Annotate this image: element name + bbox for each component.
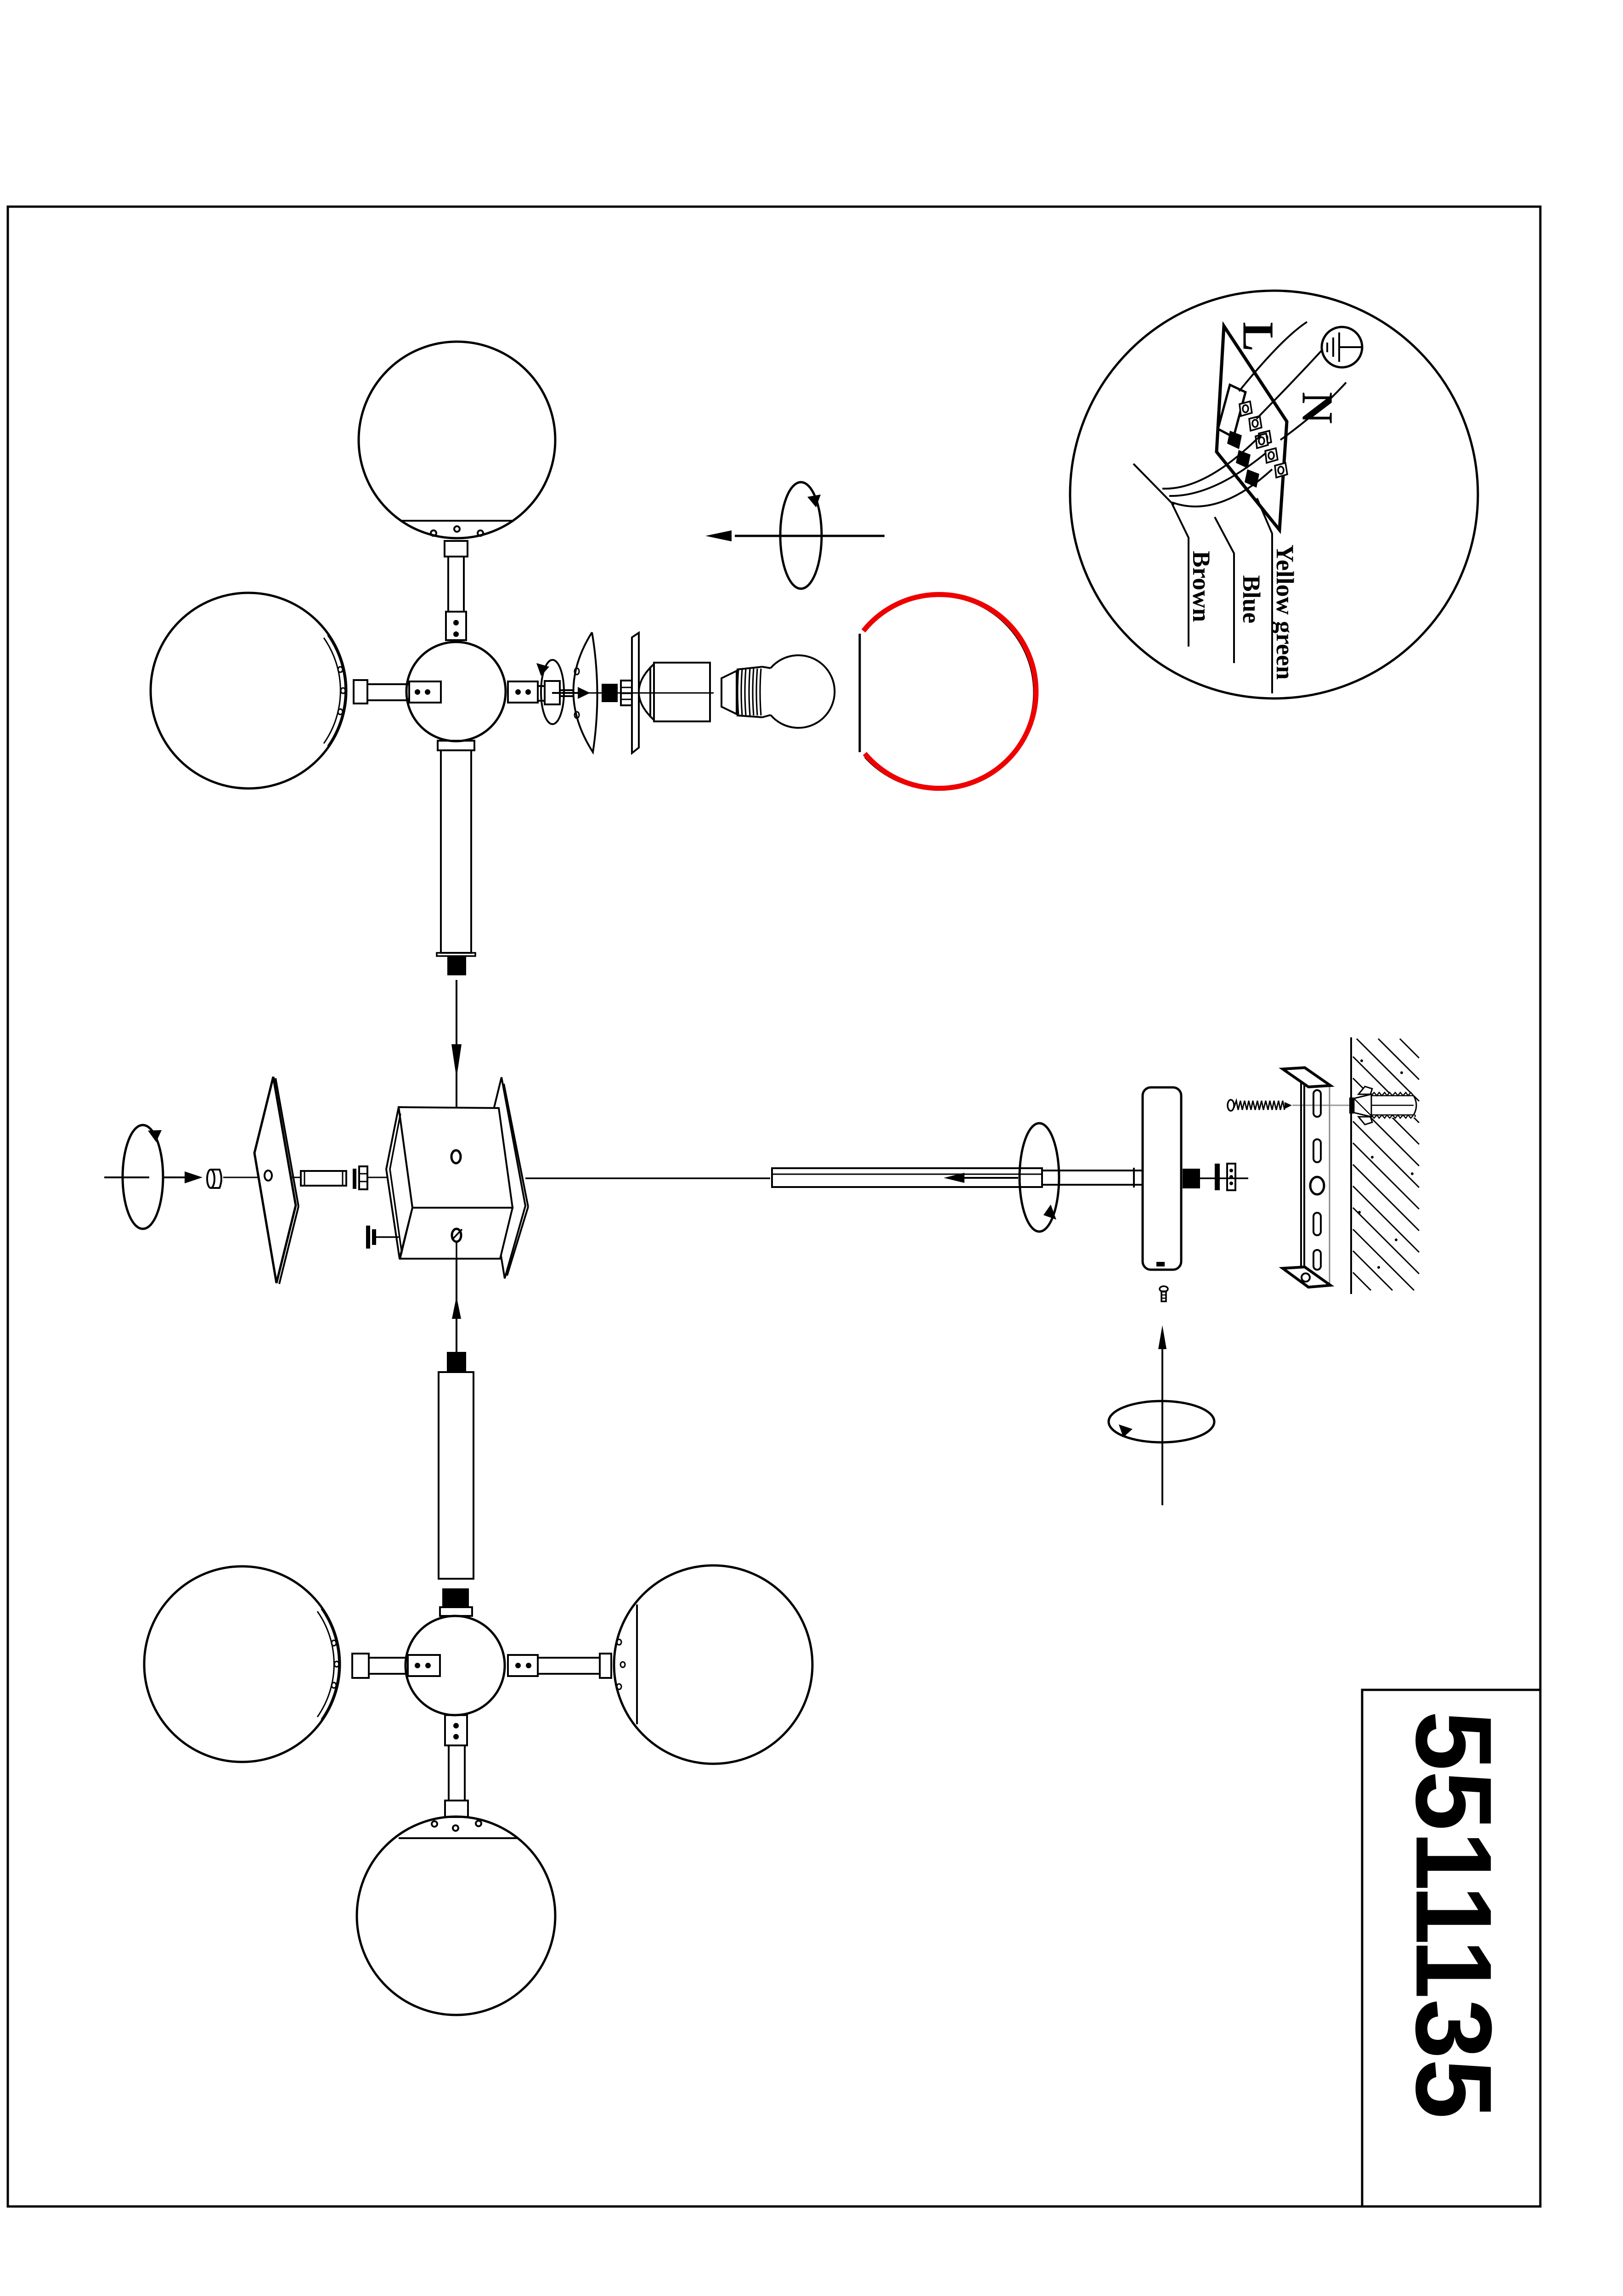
svg-text:L: L <box>1234 322 1283 351</box>
svg-text:Brown: Brown <box>1188 551 1215 622</box>
svg-text:Blue: Blue <box>1238 575 1265 623</box>
svg-text:5511135: 5511135 <box>1394 1711 1515 2119</box>
svg-text:Yellow green: Yellow green <box>1271 545 1299 680</box>
svg-text:N: N <box>1293 392 1342 423</box>
